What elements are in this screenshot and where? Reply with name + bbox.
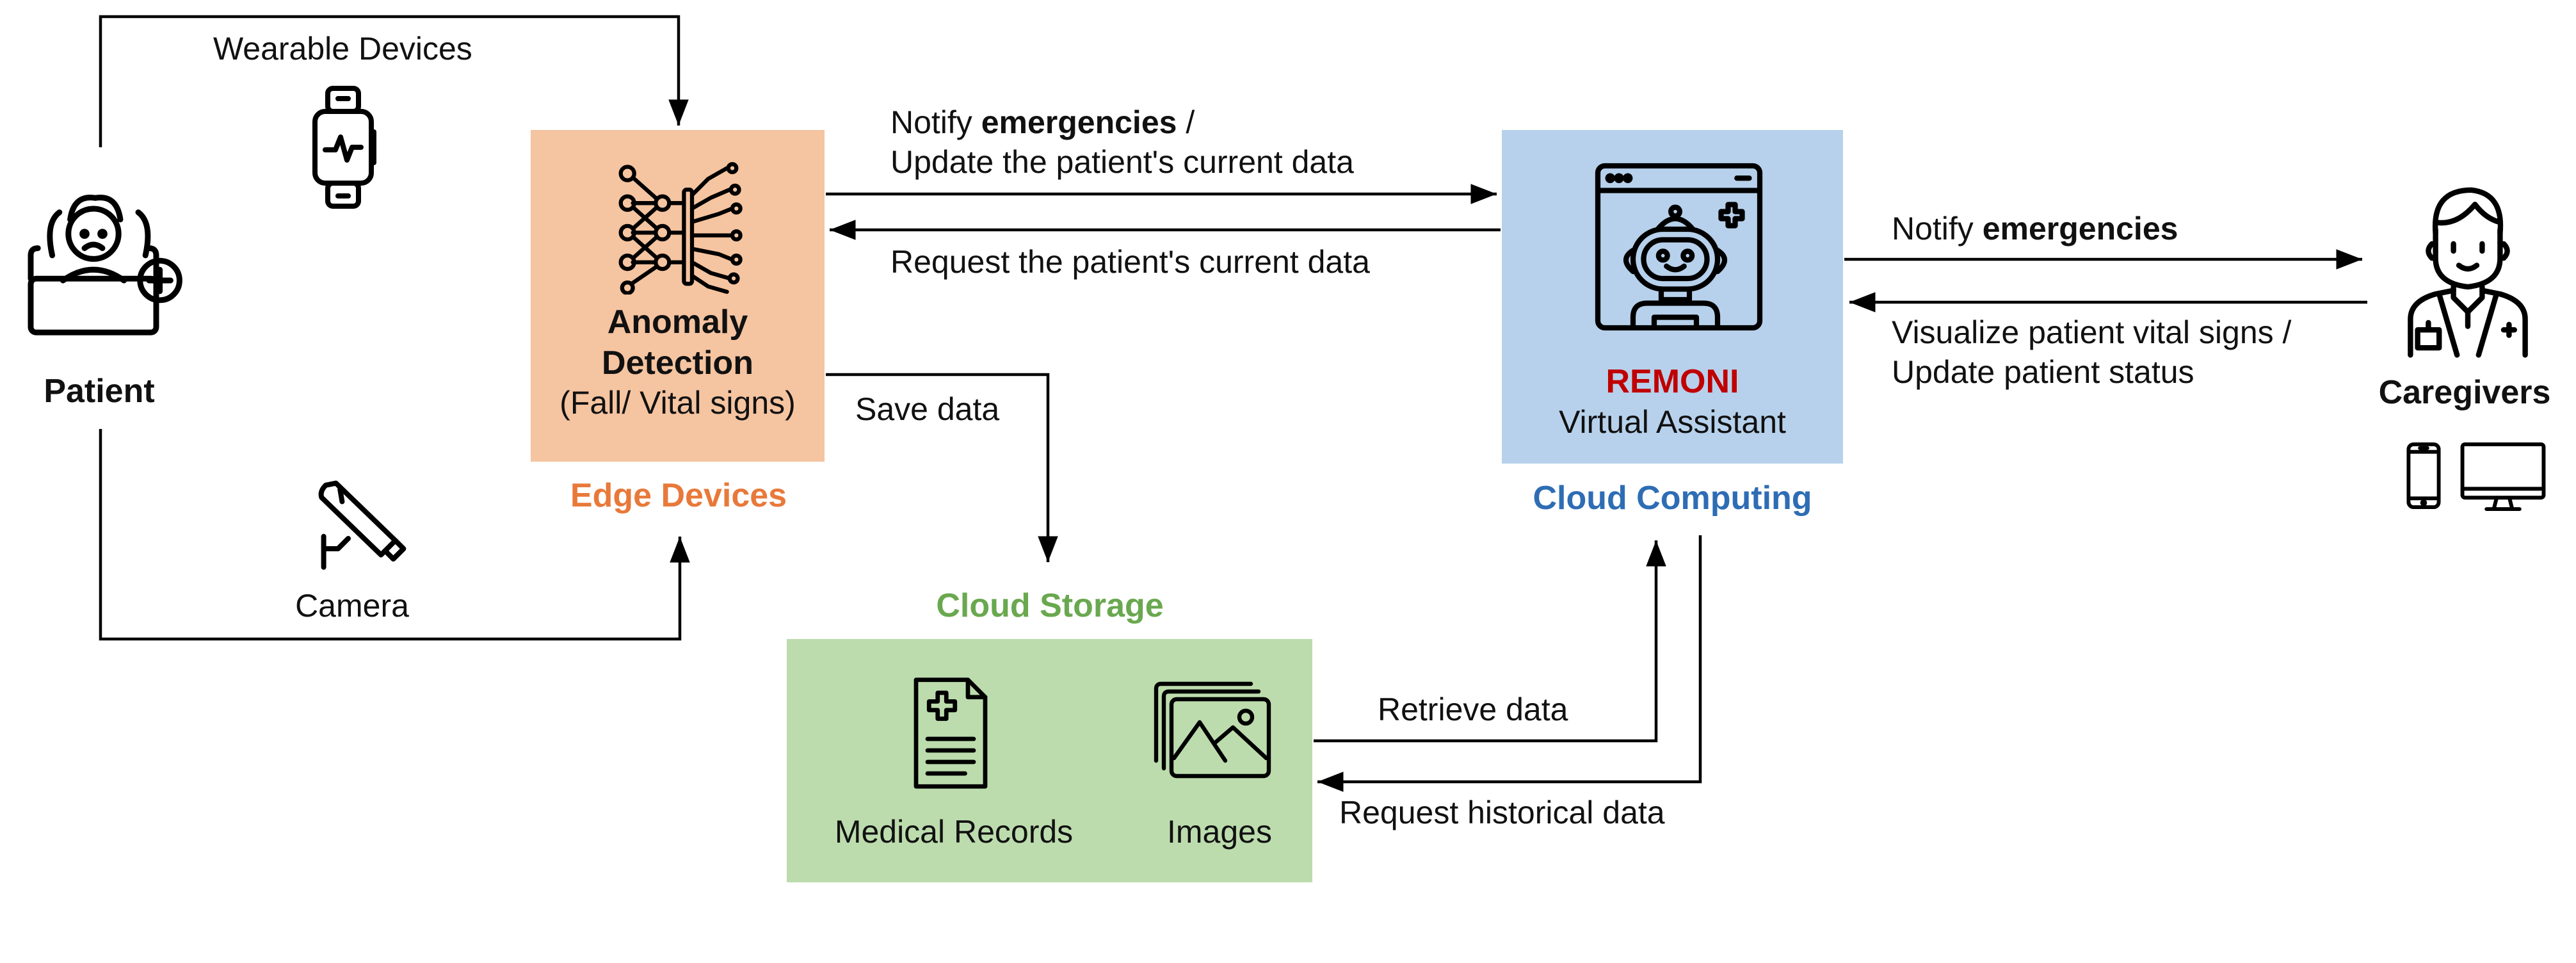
edge-title-line1: Anomaly [607,303,748,341]
storage-to-cloud-arrow [1314,540,1666,743]
doctor-icon [2391,179,2545,359]
cloud-to-caregivers-label: Notify emergencies [1892,211,2178,247]
monitor-icon [2458,441,2548,514]
request-historical-data-label: Request historical data [1339,795,1665,830]
remoni-title: REMONI [1606,363,1739,400]
security-camera-icon [307,477,410,579]
smartwatch-heartbeat-icon [307,83,384,211]
smartphone-icon [2404,441,2443,511]
cloud-storage-caption: Cloud Storage [936,587,1164,624]
medical-records-label: Medical Records [834,814,1074,850]
patient-to-edge-top-line [99,15,689,147]
caregivers-to-cloud-label-line1: Visualize patient vital signs / [1892,314,2292,350]
cloud-to-storage-arrow [1317,535,1702,792]
cloud-to-edge-label: Request the patient's current data [890,244,1370,280]
images-label: Images [1167,814,1272,850]
retrieve-data-label: Retrieve data [1378,692,1568,727]
cloud-computing-caption: Cloud Computing [1533,480,1812,517]
cloud-computing-box [1502,130,1843,464]
caregivers-to-cloud-label-line2: Update patient status [1892,354,2194,390]
patient-label: Patient [44,373,155,410]
virtual-assistant-subtitle: Virtual Assistant [1559,404,1786,440]
image-gallery-icon [1146,679,1274,781]
robot-assistant-icon [1591,159,1767,335]
edge-to-cloud-label-line1: Notify emergencies / [890,104,1195,140]
neural-network-icon [611,160,746,296]
camera-label: Camera [295,588,409,624]
patient-in-bed-icon [13,173,192,352]
medical-record-icon [903,676,999,791]
edge-to-storage-arrow [826,373,1058,562]
edge-subtitle: (Fall/ Vital signs) [559,385,796,421]
wearable-devices-label: Wearable Devices [213,31,472,67]
patient-to-edge-bottom-line [99,429,690,641]
edge-title-line2: Detection [602,344,753,382]
caregivers-label: Caregivers [2378,374,2551,411]
edge-to-cloud-label-line2: Update the patient's current data [890,144,1354,180]
save-data-label: Save data [855,391,1000,427]
edge-devices-caption: Edge Devices [570,477,787,514]
edge-device-box [531,130,825,462]
